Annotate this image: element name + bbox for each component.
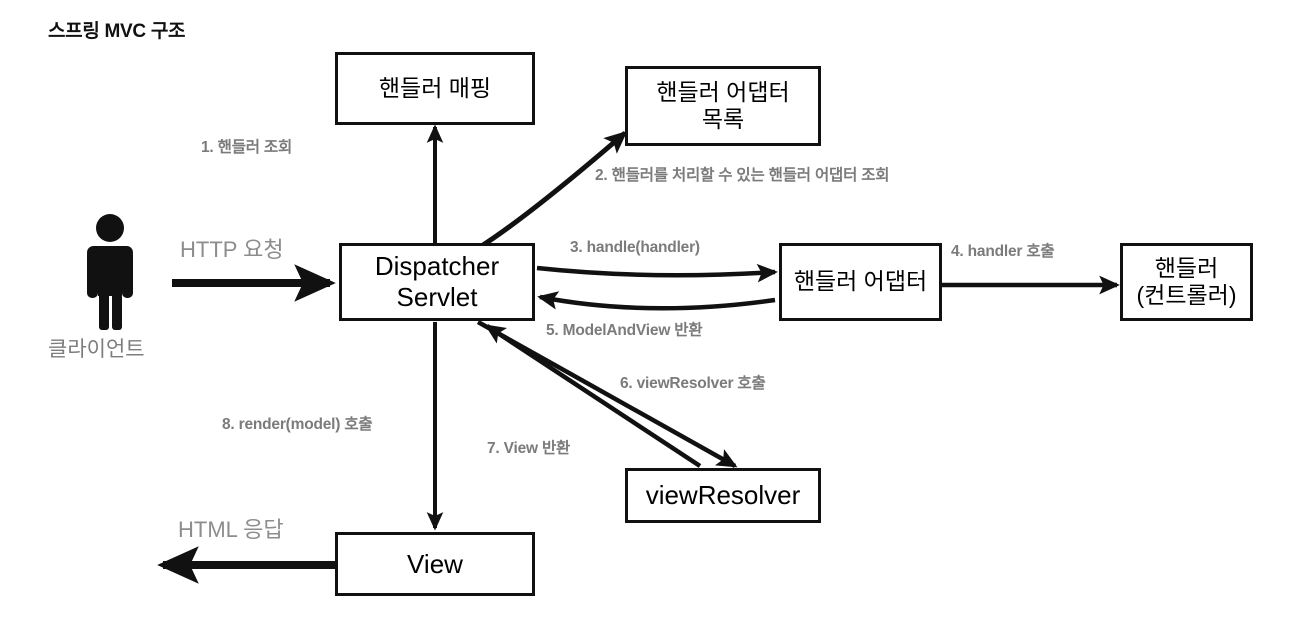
step-label-7: 7. View 반환 bbox=[487, 440, 571, 457]
node-view[interactable]: View bbox=[335, 532, 535, 596]
step-label-4: 4. handler 호출 bbox=[951, 243, 1055, 260]
step-label-2: 2. 핸들러를 처리할 수 있는 핸들러 어댑터 조회 bbox=[595, 167, 890, 184]
step-label-3: 3. handle(handler) bbox=[570, 239, 700, 256]
connector-step-3 bbox=[536, 263, 778, 283]
node-handler-mapping[interactable]: 핸들러 매핑 bbox=[335, 52, 535, 125]
client-label: 클라이언트 bbox=[48, 338, 145, 361]
node-dispatcher-servlet[interactable]: Dispatcher Servlet bbox=[339, 243, 535, 321]
node-view-resolver[interactable]: viewResolver bbox=[625, 468, 821, 523]
step-label-8: 8. render(model) 호출 bbox=[222, 416, 373, 433]
connector-step-5 bbox=[537, 291, 776, 311]
step-label-1: 1. 핸들러 조회 bbox=[201, 139, 293, 156]
connector-step-7 bbox=[484, 324, 702, 468]
node-handler-adapter-list[interactable]: 핸들러 어댑터 목록 bbox=[625, 66, 821, 146]
node-handler-controller[interactable]: 핸들러 (컨트롤러) bbox=[1120, 243, 1253, 321]
node-handler-adapter[interactable]: 핸들러 어댑터 bbox=[779, 243, 942, 321]
http-response-label: HTML 응답 bbox=[178, 517, 284, 542]
step-label-6: 6. viewResolver 호출 bbox=[620, 375, 766, 392]
person-icon bbox=[87, 214, 133, 330]
step-label-5: 5. ModelAndView 반환 bbox=[546, 322, 703, 339]
page-title: 스프링 MVC 구조 bbox=[48, 21, 186, 42]
http-request-label: HTTP 요청 bbox=[180, 237, 284, 262]
connector-step-2 bbox=[478, 130, 628, 250]
